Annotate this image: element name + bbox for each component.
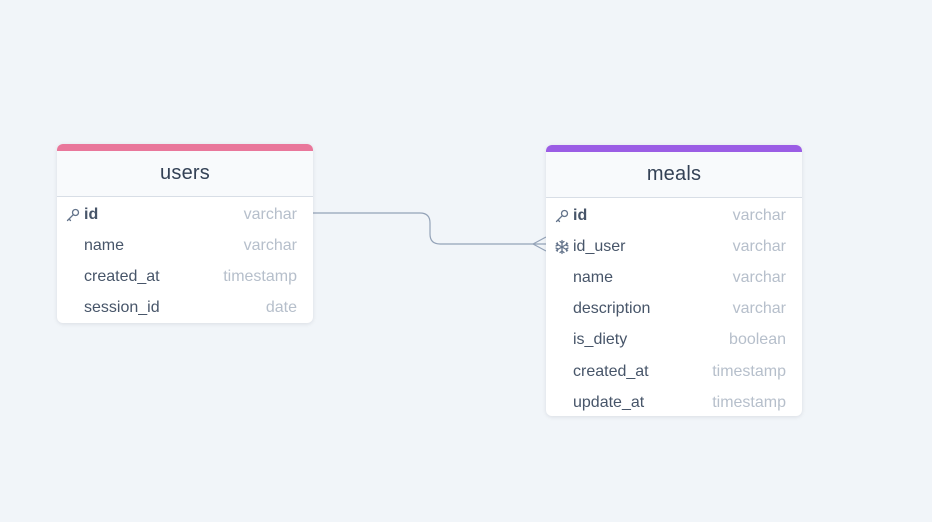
field-list: id varchar id_ bbox=[546, 198, 802, 416]
table-title: meals bbox=[646, 163, 702, 185]
field-name: id_user bbox=[573, 237, 626, 255]
table-accent-bar bbox=[57, 144, 313, 151]
table-accent-bar bbox=[546, 145, 802, 152]
field-name: session_id bbox=[84, 298, 160, 316]
field-row-created-at[interactable]: created_at timestamp bbox=[546, 356, 802, 387]
field-name: created_at bbox=[573, 362, 649, 380]
field-row-is-diety[interactable]: is_diety boolean bbox=[546, 325, 802, 356]
field-list: id varchar name varchar created_at times… bbox=[57, 197, 313, 323]
field-type: varchar bbox=[243, 236, 297, 254]
field-row-description[interactable]: description varchar bbox=[546, 294, 802, 325]
field-type: timestamp bbox=[712, 393, 786, 411]
field-row-session-id[interactable]: session_id date bbox=[57, 292, 313, 323]
field-name: description bbox=[573, 300, 651, 318]
field-type: varchar bbox=[732, 237, 786, 255]
crows-foot-many-icon bbox=[532, 236, 547, 252]
snowflake-icon bbox=[554, 239, 570, 255]
field-type: date bbox=[265, 298, 297, 316]
field-name: id bbox=[573, 206, 588, 224]
table-users[interactable]: users id varchar name varchar created_at bbox=[57, 144, 313, 323]
field-name: created_at bbox=[84, 267, 160, 285]
field-name: is_diety bbox=[573, 331, 628, 349]
field-row-update-at[interactable]: update_at timestamp bbox=[546, 387, 802, 416]
field-row-id-user[interactable]: id_user varchar bbox=[546, 231, 802, 262]
field-row-name[interactable]: name varchar bbox=[57, 230, 313, 261]
field-row-id[interactable]: id varchar bbox=[57, 199, 313, 230]
field-type: varchar bbox=[732, 300, 786, 318]
field-type: timestamp bbox=[712, 362, 786, 380]
table-header[interactable]: meals bbox=[546, 152, 802, 198]
field-row-id[interactable]: id varchar bbox=[546, 200, 802, 231]
field-name: name bbox=[573, 268, 614, 286]
field-row-name[interactable]: name varchar bbox=[546, 262, 802, 293]
relationship-line bbox=[313, 212, 546, 245]
field-type: timestamp bbox=[223, 267, 297, 285]
field-type: varchar bbox=[243, 205, 297, 223]
field-row-created-at[interactable]: created_at timestamp bbox=[57, 261, 313, 292]
field-name: name bbox=[84, 236, 125, 254]
table-title: users bbox=[160, 162, 210, 184]
field-type: varchar bbox=[732, 206, 786, 224]
table-header[interactable]: users bbox=[57, 151, 313, 197]
key-icon bbox=[554, 208, 570, 224]
field-type: boolean bbox=[729, 331, 786, 349]
table-meals[interactable]: meals id varchar bbox=[546, 145, 802, 416]
field-name: id bbox=[84, 205, 99, 223]
key-icon bbox=[65, 207, 81, 223]
field-name: update_at bbox=[573, 393, 645, 411]
field-type: varchar bbox=[732, 268, 786, 286]
